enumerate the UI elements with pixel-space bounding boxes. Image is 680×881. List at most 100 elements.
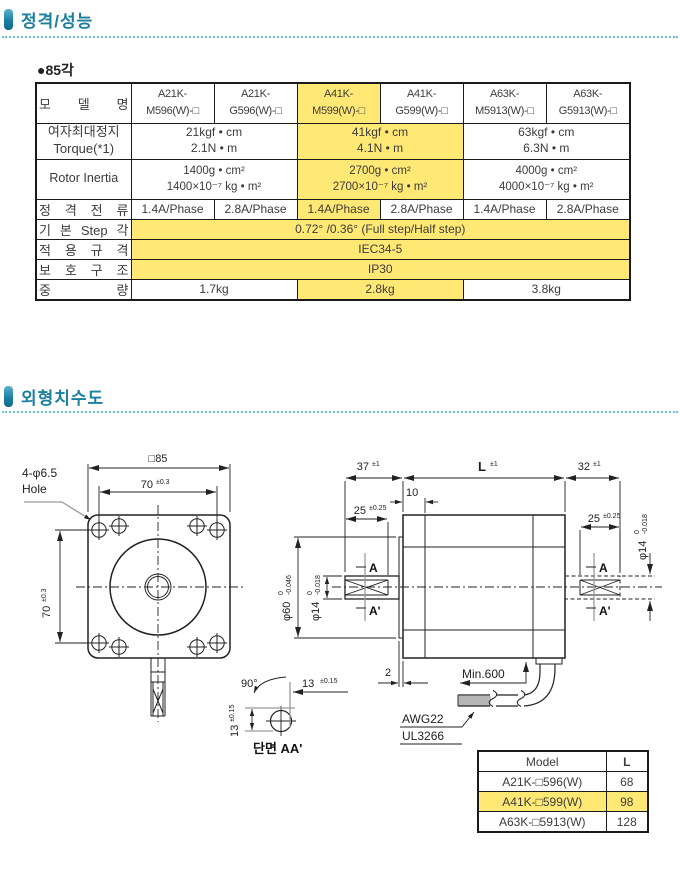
spec-row-torque: 여자최대정지 Torque(*1) 21kgf • cm 2.1N • m 41… — [35, 122, 631, 160]
weight-cell: 3.8kg — [462, 278, 631, 300]
dim-label: L — [478, 459, 486, 474]
model-cell: A63K- M5913(W)-□ — [462, 82, 547, 124]
section-mark-a: A — [369, 561, 378, 575]
length-model: A21K-□596(W) — [477, 771, 607, 792]
lead-wire-cable — [457, 657, 563, 707]
length-row: A63K-□5913(W) 128 — [477, 811, 649, 833]
hole-callout-label: 4-φ6.5 — [22, 466, 57, 480]
weight-cell: 1.7kg — [130, 278, 298, 300]
dim-lead-min600: Min.600 — [460, 662, 529, 686]
dim-label: 13 — [302, 678, 314, 690]
mounting-holes — [89, 516, 227, 657]
model-cell: A21K- M596(W)-□ — [130, 82, 215, 124]
length-model: A63K-□5913(W) — [477, 811, 607, 833]
dim-tolerance: ±0.25 — [603, 513, 621, 520]
front-view: □85 70 ±0.3 70 ±0.3 4-φ6.5 Hole — [22, 453, 243, 722]
model-cell-highlighted: A41K- M599(W)-□ — [296, 82, 381, 124]
dim-label: 13 — [229, 725, 241, 737]
dim-label: 32 — [578, 461, 590, 473]
section-header-dimensions: 외형치수도 — [4, 385, 105, 408]
section-bar-icon — [4, 385, 13, 407]
dim-tolerance: ±1 — [372, 461, 380, 468]
torque-cell: 63kgf • cm 6.3N • m — [462, 122, 631, 160]
section-title: 정격/성능 — [21, 11, 94, 31]
step-value: 0.72° /0.36° (Full step/Half step) — [130, 218, 631, 240]
spec-table: 모 델 명 A21K- M596(W)-□ A21K- G596(W)-□ A4… — [35, 82, 631, 301]
dim-tolerance: 0 — [634, 530, 641, 534]
row-label-current: 정 격 전 류 — [35, 198, 132, 220]
section-caption: 단면 AA' — [253, 741, 302, 756]
length-table-header: Model L — [477, 750, 649, 772]
row-label-protection: 보 호 구 조 — [35, 258, 132, 280]
dim-tolerance: 0 — [307, 591, 314, 595]
cable-sheath — [458, 696, 491, 706]
current-cell: 2.8A/Phase — [545, 198, 631, 220]
model-cell: A41K- G599(W)-□ — [379, 82, 464, 124]
dim-label: 2 — [385, 667, 391, 679]
dim-tolerance: ±0.15 — [229, 704, 236, 722]
wire-type-label: UL3266 — [402, 729, 444, 743]
dim-label: Min.600 — [462, 667, 505, 681]
length-table: Model L A21K-□596(W) 68 A41K-□599(W) 98 … — [477, 750, 649, 833]
dim-label: 70 — [41, 606, 53, 618]
dim-tolerance: 0 — [278, 591, 285, 595]
dim-pilot-10: 10 — [390, 487, 438, 513]
spec-row-protection: 보 호 구 조 IP30 — [35, 258, 631, 280]
dim-tolerance: ±0.25 — [369, 505, 387, 512]
torque-cell-highlighted: 41kgf • cm 4.1N • m — [296, 122, 464, 160]
dim-label: φ14 — [310, 602, 322, 621]
torque-cell: 21kgf • cm 2.1N • m — [130, 122, 298, 160]
row-label-standard: 적 용 규 격 — [35, 238, 132, 260]
spec-row-current: 정 격 전 류 1.4A/Phase 2.8A/Phase 1.4A/Phase… — [35, 198, 631, 220]
dotted-divider — [2, 36, 678, 38]
current-cell: 1.4A/Phase — [130, 198, 215, 220]
length-value: 68 — [605, 771, 649, 792]
dimension-drawing: □85 70 ±0.3 70 ±0.3 4-φ6.5 Hole — [22, 453, 662, 756]
dim-tolerance: -0.018 — [642, 514, 649, 534]
row-label-inertia: Rotor Inertia — [35, 158, 132, 200]
section-bar-icon — [4, 8, 13, 30]
length-value: 128 — [605, 811, 649, 833]
length-value: 98 — [605, 791, 649, 812]
model-cell: A21K- G596(W)-□ — [213, 82, 298, 124]
spec-row-step: 기 본 Step 각 0.72° /0.36° (Full step/Half … — [35, 218, 631, 240]
dim-label: φ60 — [281, 602, 293, 621]
length-model: A41K-□599(W) — [477, 791, 607, 812]
dim-shaft-dia-front: φ14 0 -0.018 — [307, 575, 342, 621]
row-label-weight: 중 량 — [35, 278, 132, 300]
dim-key-rear-25: 25 ±0.25 — [579, 513, 621, 575]
dim-tolerance: ±0.3 — [41, 588, 48, 602]
current-cell-highlighted: 1.4A/Phase — [296, 198, 381, 220]
wire-callout: AWG22 UL3266 — [400, 711, 475, 745]
current-cell: 2.8A/Phase — [379, 198, 464, 220]
current-cell: 2.8A/Phase — [213, 198, 298, 220]
angle-label: 90° — [241, 678, 258, 690]
current-cell: 1.4A/Phase — [462, 198, 547, 220]
dim-label: 25 — [354, 505, 366, 517]
section-title: 외형치수도 — [21, 388, 105, 408]
dim-shaft-37: 37 ±1 — [344, 461, 621, 573]
dim-pilot-dia-60: φ60 0 -0.046 — [278, 536, 396, 639]
dim-tolerance: -0.018 — [315, 575, 322, 595]
col-header-l: L — [605, 750, 649, 772]
hole-callout-label: Hole — [22, 482, 47, 496]
section-line-front: A A' — [356, 553, 381, 621]
row-label-step: 기 본 Step 각 — [35, 218, 132, 240]
dim-label: 10 — [406, 487, 418, 499]
length-row: A21K-□596(W) 68 — [477, 771, 649, 792]
size-label: ●85각 — [37, 62, 74, 78]
col-header-model: Model — [477, 750, 607, 772]
row-label-model: 모 델 명 — [35, 82, 132, 124]
section-aa-detail: 13 ±0.15 90° 13 ±0.15 단면 AA' — [229, 676, 348, 756]
section-mark-a: A — [599, 561, 608, 575]
inertia-cell: 1400g • cm² 1400×10⁻⁷ kg • m² — [130, 158, 298, 200]
hole-callout: 4-φ6.5 Hole — [22, 466, 92, 521]
protection-value: IP30 — [130, 258, 631, 280]
dim-rear-32: 32 ±1 — [566, 461, 619, 481]
section-mark-a-prime: A' — [599, 604, 611, 618]
inertia-cell: 4000g • cm² 4000×10⁻⁷ kg • m² — [462, 158, 631, 200]
dim-tolerance: ±0.3 — [156, 479, 170, 486]
dim-label: □85 — [149, 453, 168, 465]
spec-row-weight: 중 량 1.7kg 2.8kg 3.8kg — [35, 278, 631, 300]
